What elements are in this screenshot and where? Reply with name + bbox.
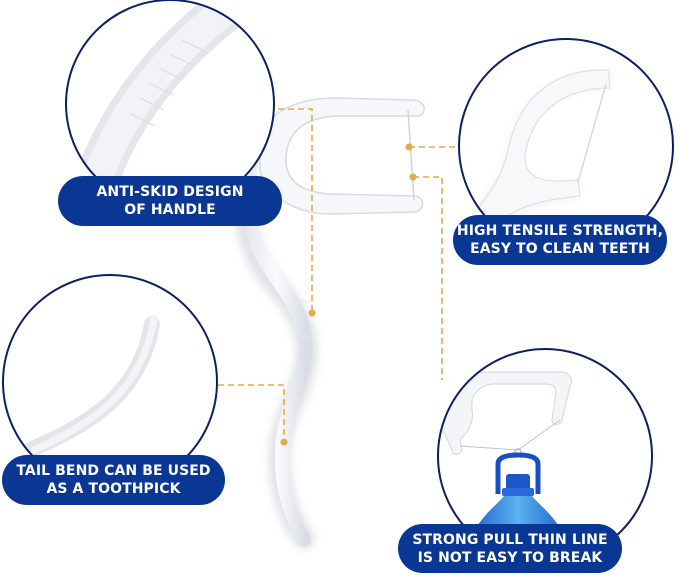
connector-lines: [218, 108, 459, 442]
callout-badge-strong-pull: STRONG PULL THIN LINE IS NOT EASY TO BRE…: [398, 524, 622, 573]
closeup-circle-handle: [65, 0, 275, 209]
callout-text-line2: IS NOT EASY TO BREAK: [417, 549, 603, 566]
connector-tail-bend: [218, 384, 285, 442]
callout-badge-tail-bend: TAIL BEND CAN BE USED AS A TOOTHPICK: [2, 455, 225, 505]
callout-text-line1: ANTI-SKID DESIGN: [96, 184, 244, 200]
callout-text-line1: HIGH TENSILE STRENGTH,: [456, 223, 664, 239]
callout-text-line1: TAIL BEND CAN BE USED: [16, 463, 211, 479]
callout-badge-tensile: HIGH TENSILE STRENGTH, EASY TO CLEAN TEE…: [453, 215, 667, 265]
closeup-circle-tail: [2, 274, 218, 490]
closeup-circle-head: [458, 38, 674, 254]
callout-text-line2: AS A TOOTHPICK: [46, 481, 181, 497]
callout-text-line1: STRONG PULL THIN LINE: [412, 531, 608, 548]
connector-strong-pull: [413, 176, 443, 380]
callout-badge-anti-skid: ANTI-SKID DESIGN OF HANDLE: [58, 176, 282, 226]
callout-text-line2: OF HANDLE: [124, 202, 216, 218]
flosser-product: [232, 97, 425, 549]
connector-anti-skid: [278, 108, 313, 310]
connector-dots: [280, 143, 417, 446]
callout-text-line2: EASY TO CLEAN TEETH: [470, 241, 650, 257]
